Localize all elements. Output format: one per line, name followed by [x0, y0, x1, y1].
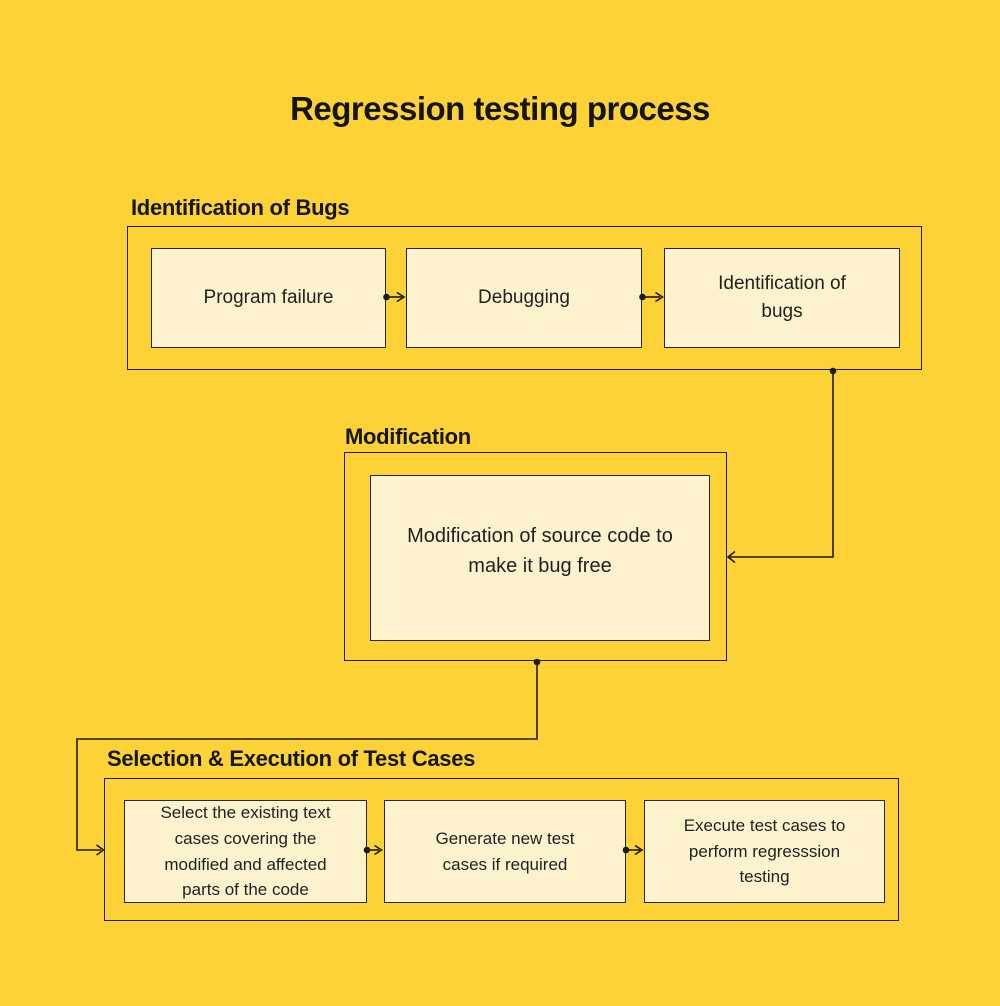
node-identification-of-bugs: Identification of bugs [664, 248, 900, 348]
connector-bugs-group-to-modification [726, 367, 837, 564]
connector-line [729, 372, 834, 558]
node-debugging: Debugging [406, 248, 642, 348]
group-heading-modification: Modification [345, 424, 471, 449]
group-selection-execution: Select the existing text cases covering … [104, 778, 899, 921]
node-program-failure: Program failure [151, 248, 386, 348]
group-heading-identification-of-bugs: Identification of Bugs [131, 195, 350, 220]
page-title: Regression testing process [290, 90, 710, 127]
node-modification-source-code: Modification of source code to make it b… [370, 475, 710, 641]
node-select-existing-cases: Select the existing text cases covering … [124, 800, 367, 903]
node-execute-test-cases: Execute test cases to perform regresssio… [644, 800, 885, 903]
group-modification: Modification of source code to make it b… [344, 452, 727, 661]
group-identification-of-bugs: Program failure Debugging Identification… [127, 226, 922, 370]
arrowhead-left-icon [726, 550, 736, 564]
node-generate-new-cases: Generate new test cases if required [384, 800, 626, 903]
group-heading-selection-execution: Selection & Execution of Test Cases [107, 746, 476, 771]
arrowhead-right-icon [96, 844, 105, 856]
